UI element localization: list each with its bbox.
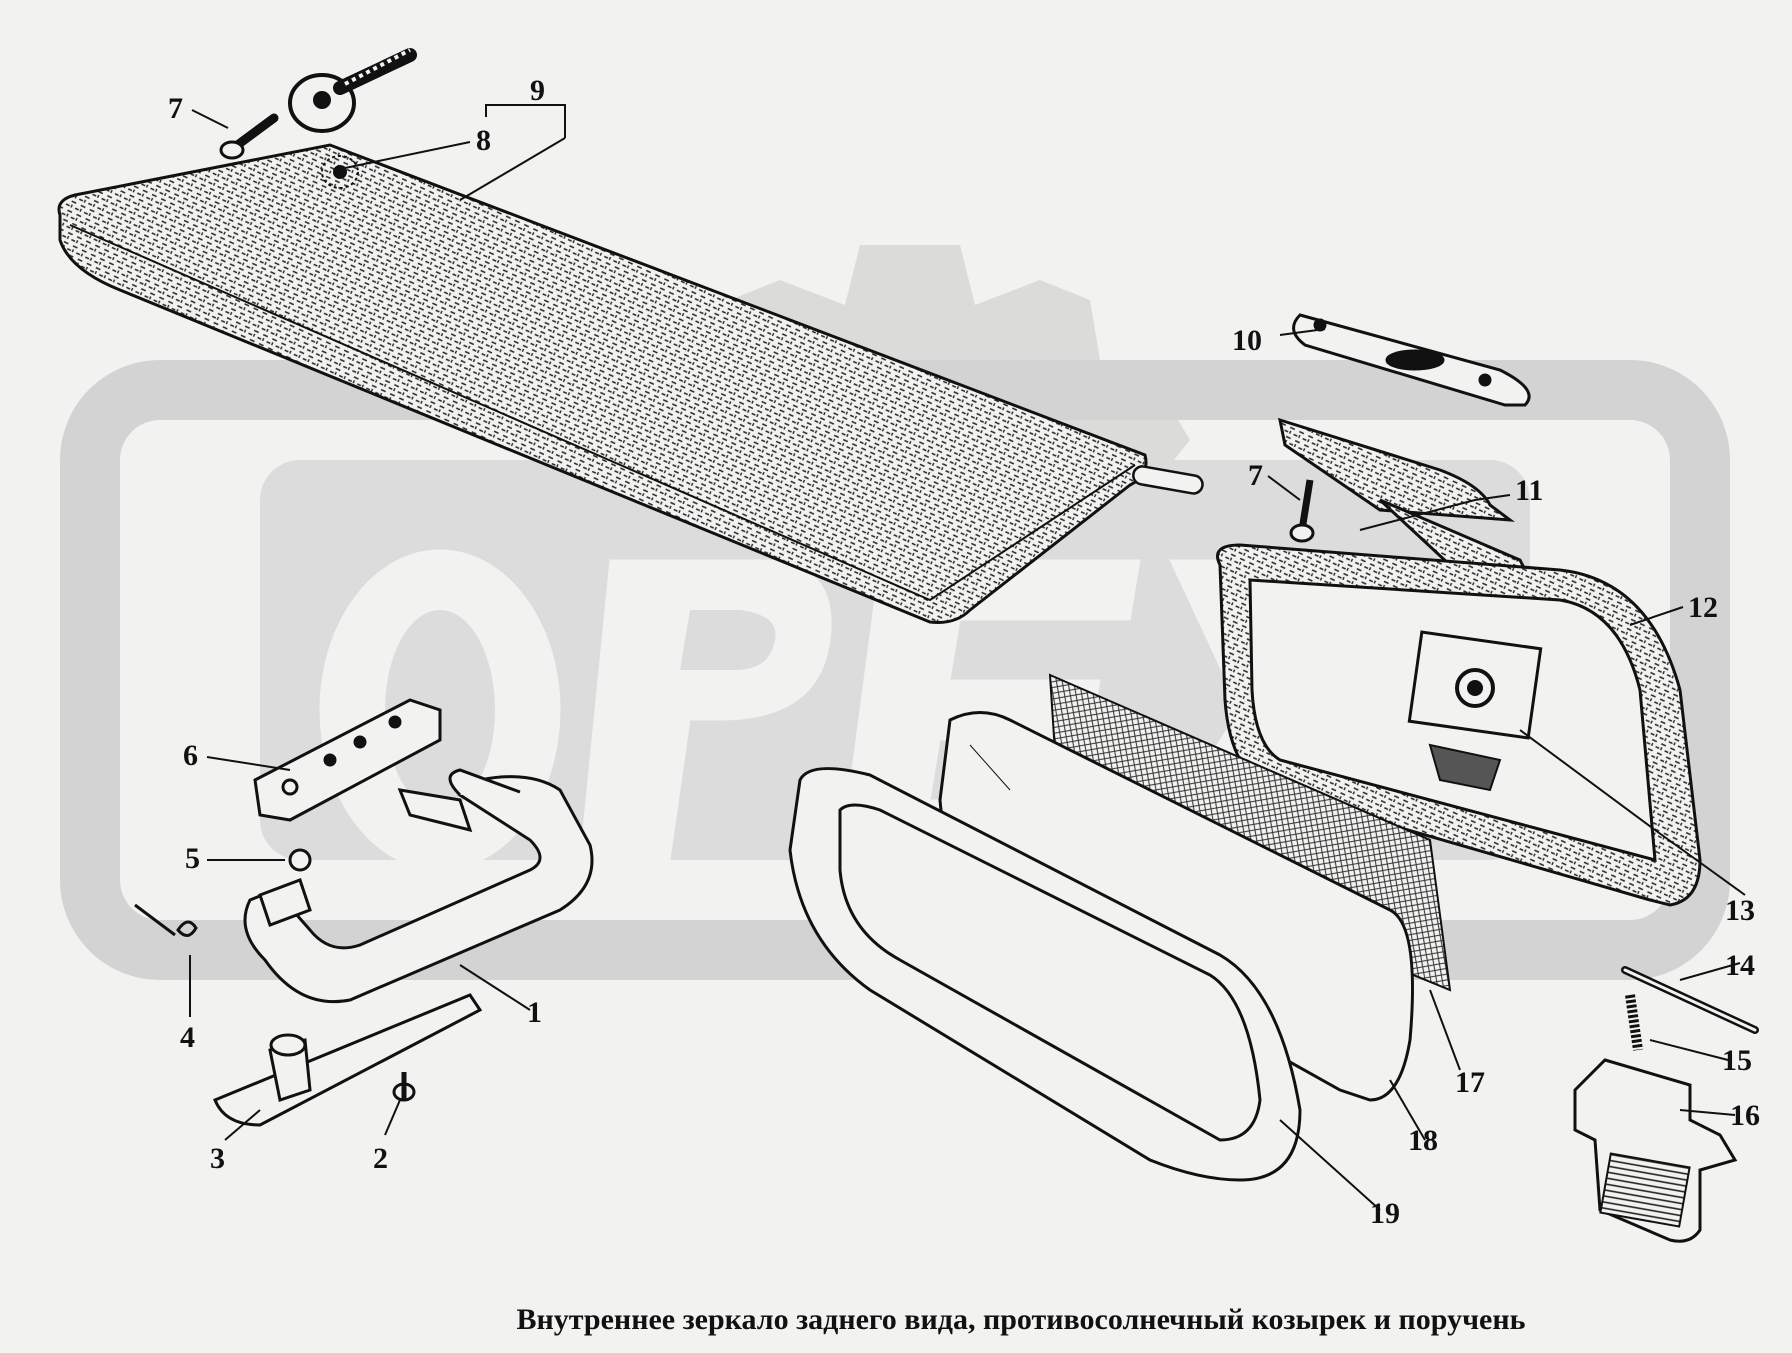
leader-lines — [189, 104, 1746, 1211]
handle-mount-plate — [213, 993, 483, 1127]
mirror-clip — [1573, 1058, 1738, 1243]
callout-19: 19 — [1370, 1197, 1400, 1230]
visor-bracket — [288, 48, 417, 189]
callout-6: 6 — [183, 739, 198, 772]
spring-icon-2 — [1625, 994, 1643, 1051]
callout-12: 12 — [1688, 591, 1718, 624]
diagram-caption: Внутреннее зеркало заднего вида, противо… — [516, 1303, 1526, 1336]
callout-4: 4 — [180, 1021, 195, 1054]
sun-visor — [57, 143, 1204, 624]
callout-7: 7 — [168, 92, 183, 125]
mirror-mount-plate — [1292, 313, 1531, 407]
pin-icon — [1621, 966, 1759, 1034]
callout-16: 16 — [1730, 1099, 1760, 1132]
grab-handle — [243, 768, 594, 1004]
screw-icon-2 — [392, 1072, 416, 1102]
callout-1: 1 — [527, 996, 542, 1029]
callout-17: 17 — [1455, 1066, 1485, 1099]
callout-15: 15 — [1722, 1044, 1752, 1077]
callout-11: 11 — [1515, 474, 1543, 507]
callout-7b: 7 — [1248, 459, 1263, 492]
mirror-frame — [788, 767, 1302, 1182]
callout-10: 10 — [1232, 324, 1262, 357]
screw-icon-3 — [1289, 479, 1315, 543]
callout-3: 3 — [210, 1142, 225, 1175]
callout-9: 9 — [530, 74, 545, 107]
callout-2: 2 — [373, 1142, 388, 1175]
handle-bracket — [253, 698, 442, 872]
screw-icon — [219, 113, 279, 160]
callout-18: 18 — [1408, 1124, 1438, 1157]
callout-13: 13 — [1725, 894, 1755, 927]
callout-8: 8 — [476, 124, 491, 157]
callout-5: 5 — [185, 842, 200, 875]
spring-icon — [134, 903, 198, 937]
callout-14: 14 — [1725, 949, 1755, 982]
